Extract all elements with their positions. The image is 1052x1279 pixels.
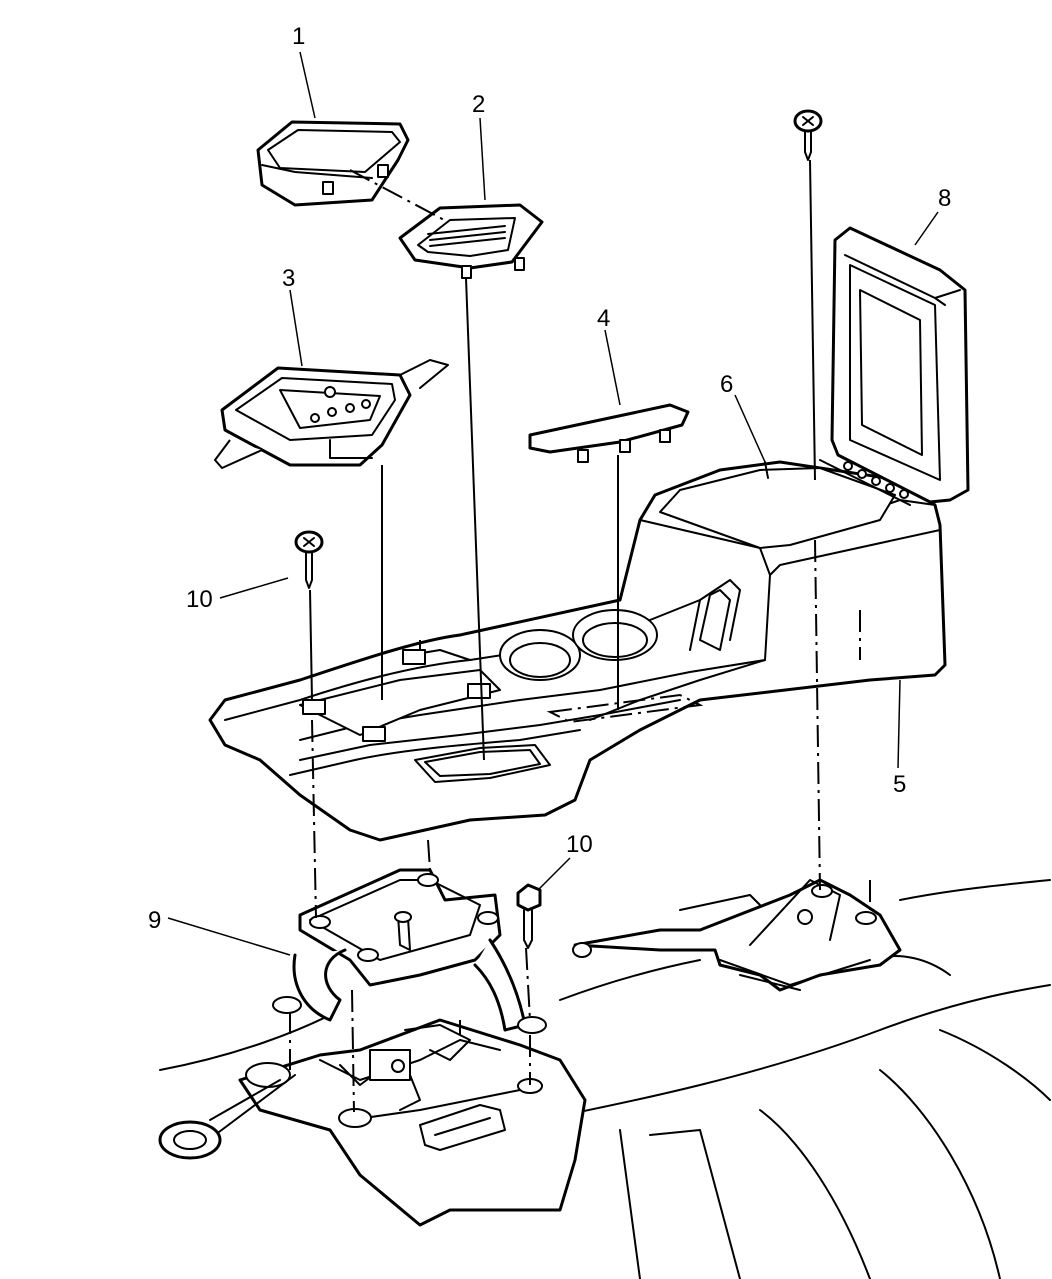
callout-5: 5 xyxy=(893,771,906,798)
callout-8: 8 xyxy=(938,185,951,212)
floor-pan xyxy=(159,879,1051,1279)
assembly-lines xyxy=(289,159,871,1113)
lid-hinge-holes xyxy=(843,461,909,499)
shifter-bracket xyxy=(272,868,547,1034)
callout-10-left: 10 xyxy=(186,586,213,613)
screw-left xyxy=(294,530,324,589)
console-body xyxy=(208,460,947,842)
bolt-right xyxy=(516,883,542,949)
screw-top xyxy=(793,109,823,161)
callout-6: 6 xyxy=(720,371,733,398)
callout-3: 3 xyxy=(282,265,295,292)
callout-leaders xyxy=(167,51,939,956)
shift-bezel xyxy=(214,359,449,469)
storage-bin xyxy=(256,120,410,207)
gear-indicator-bezel xyxy=(398,203,544,279)
callout-9: 9 xyxy=(148,907,161,934)
console-pad xyxy=(528,403,690,463)
armrest-lid xyxy=(819,226,970,506)
parking-brake xyxy=(572,878,902,992)
callout-2: 2 xyxy=(472,91,485,118)
callout-4: 4 xyxy=(597,305,610,332)
shifter-mechanism xyxy=(158,1018,587,1227)
callout-10-right: 10 xyxy=(566,831,593,858)
callout-numbers: 1 2 3 4 5 6 8 9 10 10 xyxy=(148,23,951,934)
callout-1: 1 xyxy=(292,23,305,50)
prndl-markings xyxy=(310,386,371,423)
